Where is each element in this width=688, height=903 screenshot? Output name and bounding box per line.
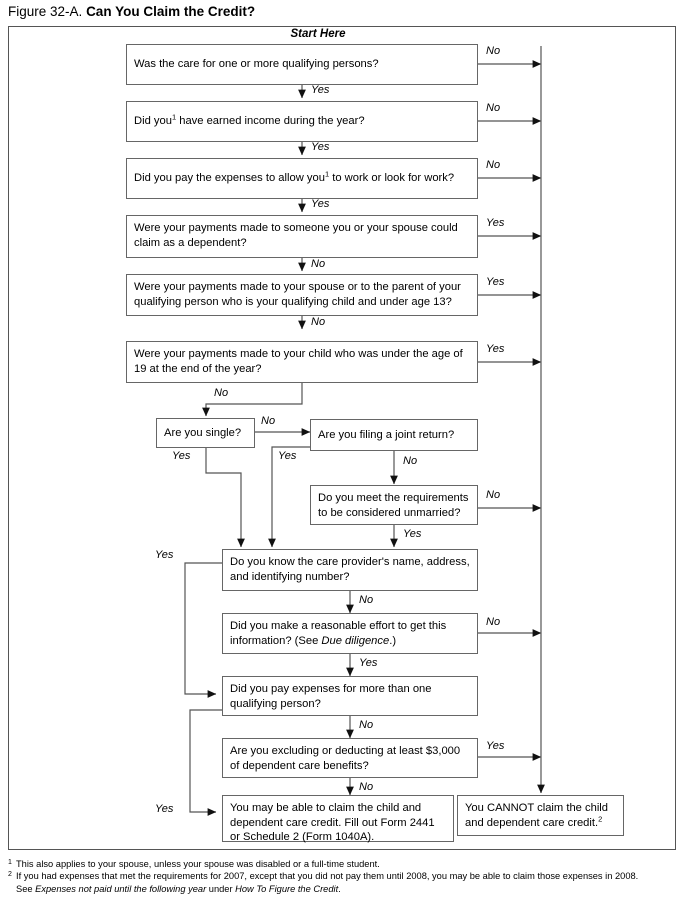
node-q11[interactable]: Did you make a reasonable effort to get … — [222, 613, 478, 654]
edge-label-q10-no: No — [359, 594, 374, 606]
edge-label-q5-no: No — [311, 316, 326, 328]
edge-label-q4-no: No — [311, 258, 326, 270]
node-result-not-eligible[interactable]: You CANNOT claim the child and dependent… — [457, 795, 624, 836]
edge-label-q8-no: No — [403, 455, 418, 467]
footnote-2: 2 If you had expenses that met the requir… — [8, 870, 684, 895]
footnote-1-text: This also applies to your spouse, unless… — [16, 859, 380, 869]
edge-label-q2-yes: Yes — [311, 141, 330, 153]
footnotes: 1 This also applies to your spouse, unles… — [8, 858, 684, 895]
node-q4[interactable]: Were your payments made to someone you o… — [126, 215, 478, 258]
edge-label-q7-no: No — [261, 415, 276, 427]
node-q1[interactable]: Was the care for one or more qualifying … — [126, 44, 478, 85]
start-here-label: Start Here — [290, 28, 346, 40]
node-q2-text: Did you1 have earned income during the y… — [134, 112, 365, 128]
edge-label-q1-no: No — [486, 45, 501, 57]
footnote-2-marker: 2 — [8, 871, 12, 879]
node-q5[interactable]: Were your payments made to your spouse o… — [126, 274, 478, 316]
node-result-eligible-text: You may be able to claim the child and d… — [230, 802, 435, 843]
node-q3-text: Did you pay the expenses to allow you1 t… — [134, 169, 455, 185]
edge-label-q13-yes: Yes — [486, 740, 505, 752]
node-q8[interactable]: Are you filing a joint return? — [310, 419, 478, 451]
edge-label-q11-yes: Yes — [359, 657, 378, 669]
node-q7-text: Are you single? — [164, 426, 242, 439]
node-q12[interactable]: Did you pay expenses for more than one q… — [222, 676, 478, 716]
edge-label-q10-yes: Yes — [155, 549, 174, 561]
edge-label-q12-no: No — [359, 719, 374, 731]
footnote-2-line1: If you had expenses that met the require… — [16, 871, 639, 882]
node-q12-text: Did you pay expenses for more than one q… — [230, 683, 432, 710]
edge-label-q3-no: No — [486, 159, 501, 171]
node-q2[interactable]: Did you1 have earned income during the y… — [126, 101, 478, 142]
node-result-eligible[interactable]: You may be able to claim the child and d… — [222, 795, 454, 843]
edge-label-q3-yes: Yes — [311, 198, 330, 210]
node-result-not-eligible-text: You CANNOT claim the child and dependent… — [465, 802, 609, 829]
node-q4-text: Were your payments made to someone you o… — [134, 222, 458, 249]
figure-title: Figure 32-A. Can You Claim the Credit? — [8, 4, 255, 20]
edge-label-q5-yes: Yes — [486, 276, 505, 288]
node-q11-text: Did you make a reasonable effort to get … — [230, 620, 447, 647]
node-q9-text: Do you meet the requirements to be consi… — [318, 492, 469, 519]
node-q10[interactable]: Do you know the care provider's name, ad… — [222, 549, 478, 591]
node-q6-text: Were your payments made to your child wh… — [134, 348, 463, 375]
node-q3[interactable]: Did you pay the expenses to allow you1 t… — [126, 158, 478, 199]
edge-label-q6-yes: Yes — [486, 343, 505, 355]
node-q10-text: Do you know the care provider's name, ad… — [230, 556, 470, 583]
footnote-2-line2: See Expenses not paid until the followin… — [16, 883, 341, 894]
node-q9[interactable]: Do you meet the requirements to be consi… — [310, 485, 478, 525]
figure-number: Figure 32-A. — [8, 4, 83, 19]
edge-label-q7-yes: Yes — [172, 450, 191, 462]
edge-label-q8-yes: Yes — [278, 450, 297, 462]
edge-label-q2-no: No — [486, 102, 501, 114]
footnote-1: 1 This also applies to your spouse, unles… — [8, 858, 684, 870]
node-q7[interactable]: Are you single? — [156, 418, 255, 448]
node-q5-text: Were your payments made to your spouse o… — [134, 281, 461, 308]
figure-title-text: Can You Claim the Credit? — [86, 4, 256, 19]
edge-label-q4-yes: Yes — [486, 217, 505, 229]
edge-label-q9-yes: Yes — [403, 528, 422, 540]
edge-label-q12-yes: Yes — [155, 803, 174, 815]
node-q6[interactable]: Were your payments made to your child wh… — [126, 341, 478, 383]
edge-label-q9-no: No — [486, 489, 501, 501]
node-q1-text: Was the care for one or more qualifying … — [134, 58, 379, 71]
node-q8-text: Are you filing a joint return? — [318, 428, 455, 441]
edge-label-q6-no: No — [214, 387, 229, 399]
footnote-1-marker: 1 — [8, 859, 12, 866]
edge-label-q11-no: No — [486, 616, 501, 628]
node-q13[interactable]: Are you excluding or deducting at least … — [222, 738, 478, 778]
node-q13-text: Are you excluding or deducting at least … — [230, 745, 461, 772]
edge-label-q13-no: No — [359, 781, 374, 793]
edge-label-q1-yes: Yes — [311, 84, 330, 96]
